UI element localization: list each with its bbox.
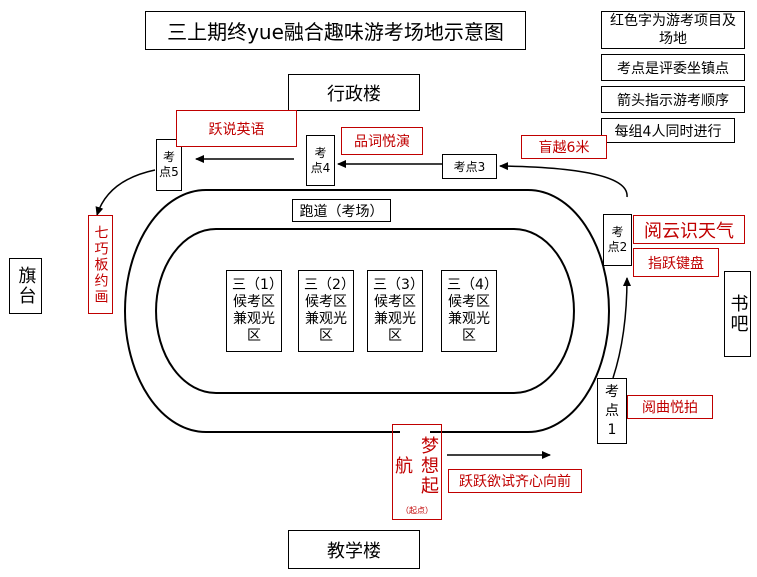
waiting-area-class-2: 三（2）候考区兼观光区 <box>298 270 354 352</box>
activity-start-slogan: 跃跃欲试齐心向前 <box>448 469 582 493</box>
legend-station: 考点是评委坐镇点 <box>601 54 745 81</box>
admin-building: 行政楼 <box>288 74 420 111</box>
inner-field <box>155 228 575 394</box>
waiting-area-class-3: 三（3）候考区兼观光区 <box>367 270 423 352</box>
activity-5: 跃说英语 <box>176 110 297 147</box>
waiting-area-class-1: 三（1）候考区兼观光区 <box>226 270 282 352</box>
page-title: 三上期终yue融合趣味游考场地示意图 <box>145 11 526 50</box>
station-4: 考点4 <box>306 135 335 186</box>
legend-group: 每组4人同时进行 <box>601 118 735 143</box>
station-1: 考点1 <box>597 378 627 444</box>
book-bar: 书吧 <box>724 271 751 357</box>
station-5: 考点5 <box>156 139 182 191</box>
arrow-2-to-3 <box>499 162 628 198</box>
arrow-1-to-2 <box>612 277 631 379</box>
track-label: 跑道（考场） <box>292 199 391 222</box>
activity-2-bottom: 指跃键盘 <box>633 248 719 277</box>
activity-1: 阅曲悦拍 <box>627 395 713 419</box>
legend-arrow: 箭头指示游考顺序 <box>601 86 745 113</box>
waiting-area-class-4: 三（4）候考区兼观光区 <box>441 270 497 352</box>
legend-red-text: 红色字为游考项目及场地 <box>601 11 745 49</box>
station-3: 考点3 <box>442 154 497 179</box>
activity-6: 七巧板约画 <box>88 215 113 314</box>
activity-4: 品词悦演 <box>341 127 423 155</box>
activity-start-frame: （起点） <box>392 424 442 520</box>
flag-platform: 旗台 <box>9 258 42 314</box>
outer-track <box>124 189 610 433</box>
station-2: 考点2 <box>603 214 632 266</box>
teaching-building: 教学楼 <box>288 530 420 569</box>
arrow-5-to-6 <box>95 169 156 216</box>
activity-2-top: 阅云识天气 <box>633 215 745 244</box>
start-note: （起点） <box>401 506 433 515</box>
activity-3: 盲越6米 <box>521 135 607 159</box>
